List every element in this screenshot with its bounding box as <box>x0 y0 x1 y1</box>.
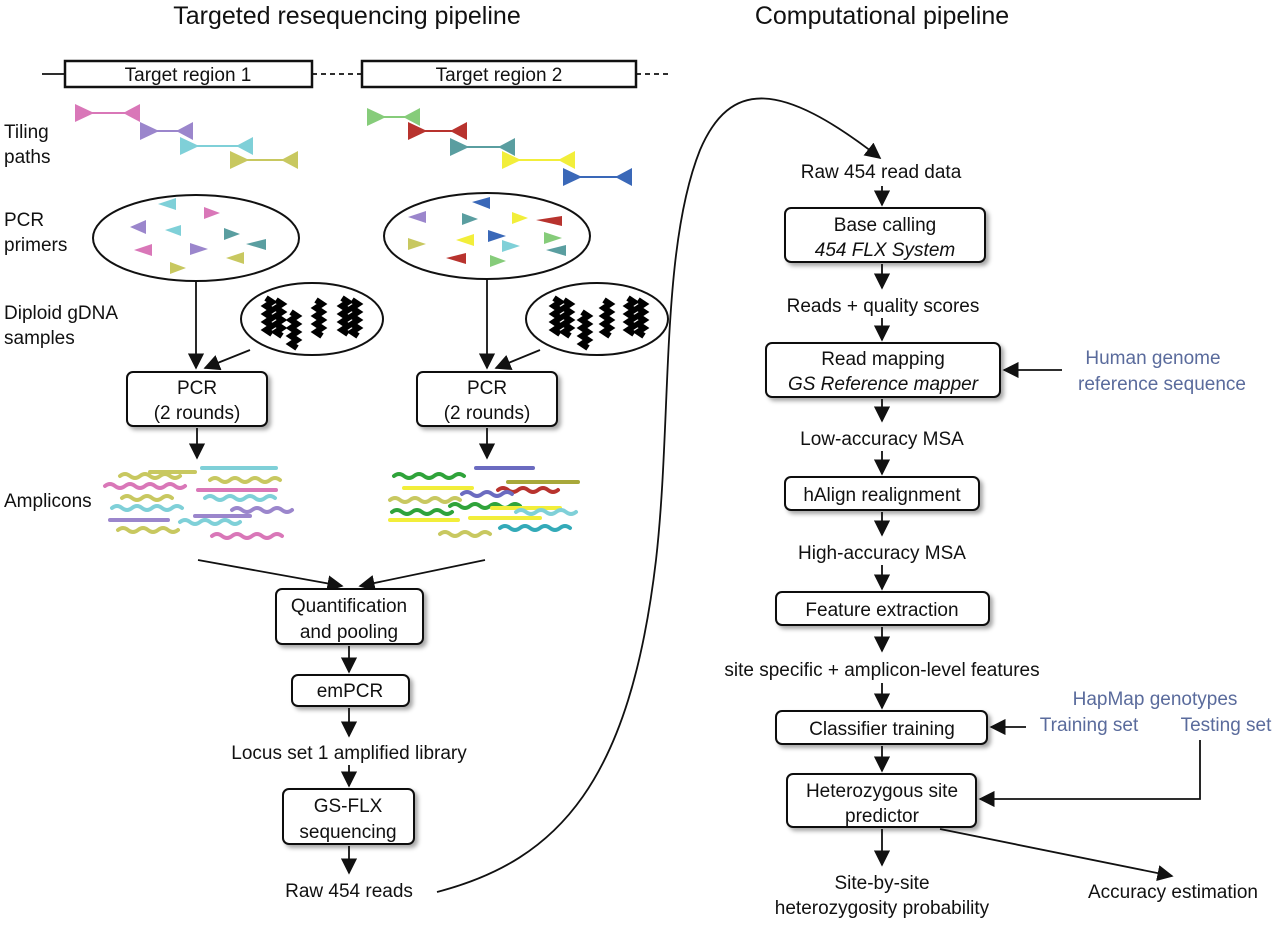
arrow-amplicons-1-to-pooling <box>197 559 344 592</box>
base-calling-subtitle: 454 FLX System <box>815 240 955 261</box>
primers-label-2: primers <box>4 235 67 256</box>
amplicons-label: Amplicons <box>4 491 92 512</box>
hapmap-genotypes-label: HapMap genotypes <box>1073 689 1238 710</box>
arrow-gdna-to-pcr-2 <box>494 349 541 370</box>
testing-set-label: Testing set <box>1181 715 1273 736</box>
feature-extraction-label: Feature extraction <box>805 600 958 621</box>
arrow-predictor-to-accuracy <box>939 828 1174 882</box>
empcr-label: emPCR <box>317 681 384 702</box>
read-mapping-subtitle: GS Reference mapper <box>788 374 979 395</box>
primer-pool-1-primers <box>130 198 266 274</box>
low-msa-label: Low-accuracy MSA <box>800 429 964 450</box>
site-features-label: site specific + amplicon-level features <box>724 660 1039 681</box>
pcr-box-2 <box>416 371 558 427</box>
primers-label-1: PCR <box>4 210 44 231</box>
tiling-primer-pair <box>502 151 575 169</box>
accuracy-estimation-label: Accuracy estimation <box>1088 882 1258 903</box>
primer-pool-2-primers <box>408 197 566 267</box>
feature-extraction-box <box>775 591 990 626</box>
left-pipeline-title: Targeted resequencing pipeline <box>173 2 520 30</box>
predictor-line1: Heterozygous site <box>806 781 958 802</box>
quantification-box <box>275 588 424 645</box>
base-calling-title: Base calling <box>834 215 936 236</box>
library-label: Locus set 1 amplified library <box>231 743 467 764</box>
tiling-primer-pair <box>563 168 632 186</box>
gsflx-line2: sequencing <box>299 822 396 843</box>
base-calling-box <box>784 207 986 263</box>
gdna-label-2: samples <box>4 328 75 349</box>
tiling-primer-pair <box>180 137 253 155</box>
raw-read-data-label: Raw 454 read data <box>801 162 962 183</box>
gsflx-line1: GS-FLX <box>314 796 383 817</box>
tiling-primer-pair <box>450 138 515 156</box>
quantification-line1: Quantification <box>291 596 407 617</box>
tiling-paths-region-1 <box>75 104 298 169</box>
gsflx-box <box>282 788 415 845</box>
tiling-primer-pair <box>408 122 467 140</box>
connector-raw-reads-to-computational <box>436 97 882 893</box>
heterozygous-predictor-box <box>786 773 977 828</box>
pcr-box-1-line1: PCR <box>177 378 217 399</box>
tiling-primer-pair <box>367 108 420 126</box>
tiling-primer-pair <box>75 104 140 122</box>
reads-quality-label: Reads + quality scores <box>787 296 980 317</box>
training-set-label: Training set <box>1040 715 1139 736</box>
read-mapping-title: Read mapping <box>821 349 945 370</box>
high-msa-label: High-accuracy MSA <box>798 543 966 564</box>
amplicons-region-2 <box>388 466 580 538</box>
genome-reference-line1: Human genome <box>1085 348 1220 369</box>
target-region-2-label: Target region 2 <box>436 65 563 86</box>
right-pipeline-title: Computational pipeline <box>755 2 1009 30</box>
genome-reference-line2: reference sequence <box>1078 374 1246 395</box>
probability-line1: Site-by-site <box>834 873 929 894</box>
primer-pool-1 <box>92 194 300 282</box>
target-region-2-box <box>360 59 638 89</box>
pcr-box-2-line2: (2 rounds) <box>444 403 531 424</box>
arrow-amplicons-2-to-pooling <box>358 559 486 591</box>
tiling-label-1: Tiling <box>4 122 49 143</box>
classifier-training-box <box>775 710 988 745</box>
gdna-label-1: Diploid gDNA <box>4 303 118 324</box>
tiling-paths-region-2 <box>367 108 632 186</box>
predictor-line2: predictor <box>845 806 920 827</box>
pcr-box-1 <box>126 371 268 427</box>
tiling-primer-pair <box>230 151 298 169</box>
amplicons-region-1 <box>103 466 294 540</box>
pcr-box-1-line2: (2 rounds) <box>154 403 241 424</box>
quantification-line2: and pooling <box>300 622 398 643</box>
tiling-primer-pair <box>140 122 193 140</box>
pcr-box-2-line1: PCR <box>467 378 507 399</box>
probability-line2: heterozygosity probability <box>775 898 990 919</box>
halign-label: hAlign realignment <box>803 485 961 506</box>
raw-reads-label: Raw 454 reads <box>285 881 413 902</box>
read-mapping-box <box>765 342 1001 398</box>
classifier-training-label: Classifier training <box>809 719 955 740</box>
empcr-box <box>291 674 410 707</box>
target-region-1-label: Target region 1 <box>125 65 252 86</box>
target-region-1-box <box>63 59 314 89</box>
arrow-testing-set-to-predictor <box>978 740 1201 808</box>
tiling-label-2: paths <box>4 147 50 168</box>
halign-box <box>784 476 980 511</box>
arrow-gdna-to-pcr-1 <box>203 349 251 371</box>
